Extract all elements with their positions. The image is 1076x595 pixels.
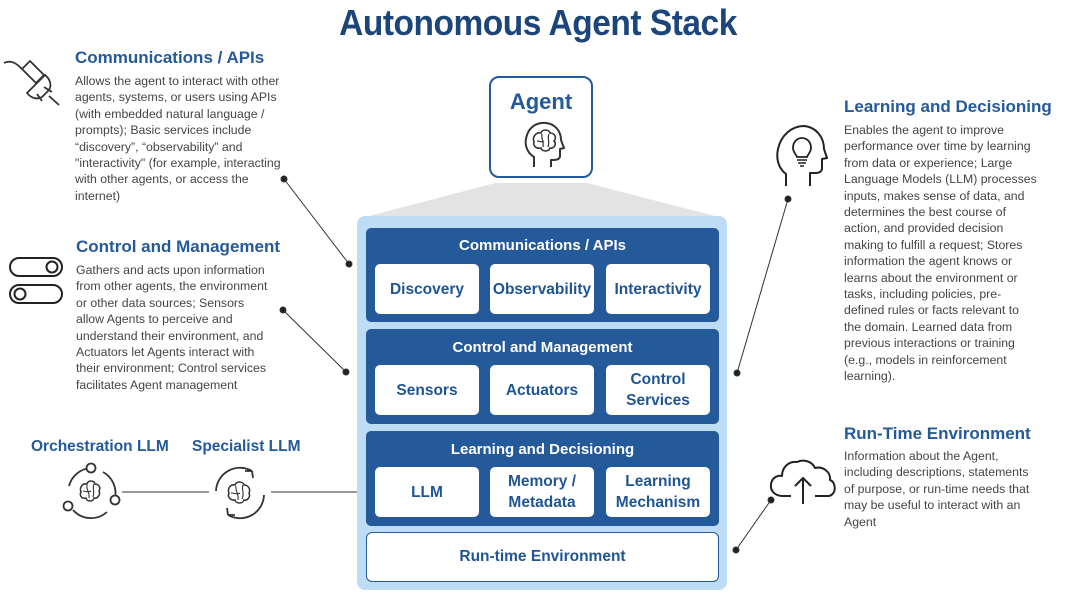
- control-line: Actuators let Agents interact with: [76, 345, 255, 360]
- runtime-line: Information about the Agent,: [844, 449, 999, 463]
- agent-funnel: [369, 183, 715, 216]
- control-services-line: Control: [630, 371, 686, 388]
- sensors-line: Sensors: [396, 381, 458, 399]
- cloud-upload-icon: [769, 459, 836, 504]
- control-line: understand their environment, and: [76, 328, 264, 343]
- learning-line: learning).: [844, 369, 896, 384]
- learning-line: Enables the agent to improve: [844, 123, 1004, 137]
- learning-layer-title: Learning and Decisioning: [450, 441, 635, 458]
- learning-heading: Learning and Decisioning: [844, 97, 1052, 116]
- interactivity-box: Interactivity: [606, 264, 710, 314]
- comm-connector: [283, 178, 350, 265]
- learning-mechanism-line: Learning: [625, 473, 691, 490]
- learning-line: tasks, including policies, pre-: [844, 287, 1002, 302]
- learning-line: defined rules or facts relevant to: [844, 303, 1019, 318]
- runtime-layer: Run-time Environment: [366, 532, 719, 582]
- control-services-line: Services: [626, 392, 690, 409]
- control-line: allow Agents to perceive and: [76, 312, 233, 327]
- agent-label: Agent: [509, 89, 573, 114]
- control-line: from other agents, the environment: [76, 279, 268, 294]
- comm-line: (with embedded natural language /: [75, 106, 265, 121]
- comm-line: prompts); Basic services include: [75, 123, 252, 138]
- control-line: or other data sources; Sensors: [76, 295, 245, 310]
- control-layer-title: Control and Management: [452, 339, 633, 356]
- control-heading: Control and Management: [76, 237, 281, 256]
- actuators-line: Actuators: [505, 381, 579, 399]
- runtime-line: may be useful to interact with an: [844, 498, 1021, 513]
- actuators-box: Actuators: [490, 365, 594, 415]
- learning-layer: Learning and Decisioning LLM Memory / Met…: [366, 431, 719, 526]
- toggle-switches-icon: [9, 257, 63, 304]
- llm-line: LLM: [411, 483, 443, 501]
- learning-line: information the agent knows or: [844, 254, 1013, 269]
- learning-line: inputs, makes sense of data, and: [844, 188, 1025, 203]
- memory-line: Memory /: [507, 473, 577, 490]
- discovery-box: Discovery: [375, 264, 479, 314]
- orchestration-llm-icon: [62, 462, 121, 519]
- comm-layer: Communications / APIs Discovery Observab…: [366, 228, 719, 322]
- control-line: facilitates Agent management: [76, 377, 238, 392]
- comm-layer-title: Communications / APIs: [459, 237, 626, 254]
- comm-line: internet): [75, 188, 121, 203]
- comm-line: agents, systems, or users using APIs: [75, 90, 277, 105]
- runtime-connector: [735, 499, 772, 551]
- head-lightbulb-icon: [776, 125, 828, 186]
- memory-line: Metadata: [508, 494, 576, 511]
- runtime-body: Information about the Agent, including d…: [844, 448, 1029, 530]
- runtime-line: of purpose, or run-time needs that: [844, 481, 1030, 496]
- runtime-line: including descriptions, statements: [844, 465, 1029, 480]
- llm-box: LLM: [375, 467, 479, 517]
- orchestration-llm-label: Orchestration LLM: [31, 438, 169, 455]
- specialist-llm-icon: [215, 466, 265, 520]
- learning-line: from data or experience; Large: [844, 155, 1013, 170]
- runtime-heading: Run-Time Environment: [844, 424, 1031, 443]
- learning-mechanism-line: Mechanism: [615, 494, 701, 511]
- control-line: their environment; Control services: [76, 361, 266, 376]
- observability-box: Observability: [490, 264, 594, 314]
- learning-line: making to fulfill a request; Stores: [844, 237, 1023, 252]
- comm-body: Allows the agent to interact with other …: [75, 73, 281, 204]
- learning-line: previous interactions or training: [844, 336, 1015, 351]
- learning-line: performance over time by learning: [844, 139, 1031, 154]
- control-line: Gathers and acts upon information: [76, 263, 265, 277]
- learning-line: Language Models (LLM) processes: [844, 172, 1037, 187]
- learning-line: (e.g., models in reinforcement: [844, 352, 1007, 367]
- learning-connector: [736, 198, 789, 374]
- plug-icon: [3, 60, 60, 106]
- learning-line: action, and provided decision: [844, 221, 1004, 236]
- control-connector: [282, 309, 347, 373]
- comm-line: Allows the agent to interact with other: [75, 74, 280, 88]
- learning-line: the domain. Learned data from: [844, 319, 1013, 334]
- memory-metadata-box: Memory / Metadata: [490, 467, 594, 517]
- comm-heading: Communications / APIs: [75, 48, 265, 67]
- head-brain-icon: [524, 121, 565, 167]
- learning-line: learns about the environment or: [844, 270, 1018, 285]
- agent-box: Agent: [489, 76, 593, 178]
- page-title: Autonomous Agent Stack: [339, 2, 737, 43]
- control-body: Gathers and acts upon information from o…: [76, 262, 267, 393]
- runtime-line: Agent: [844, 514, 877, 529]
- specialist-llm-label: Specialist LLM: [192, 438, 301, 455]
- sensors-box: Sensors: [375, 365, 479, 415]
- learning-line: determines the best course of: [844, 205, 1006, 220]
- comm-line: with other agents, or access the: [75, 172, 249, 187]
- control-layer: Control and Management Sensors Actuators…: [366, 329, 719, 424]
- comm-line: "interactivity" (for example, interactin…: [75, 156, 281, 171]
- comm-line: “discovery”, “observability” and: [75, 139, 243, 154]
- learning-body: Enables the agent to improve performance…: [844, 122, 1037, 385]
